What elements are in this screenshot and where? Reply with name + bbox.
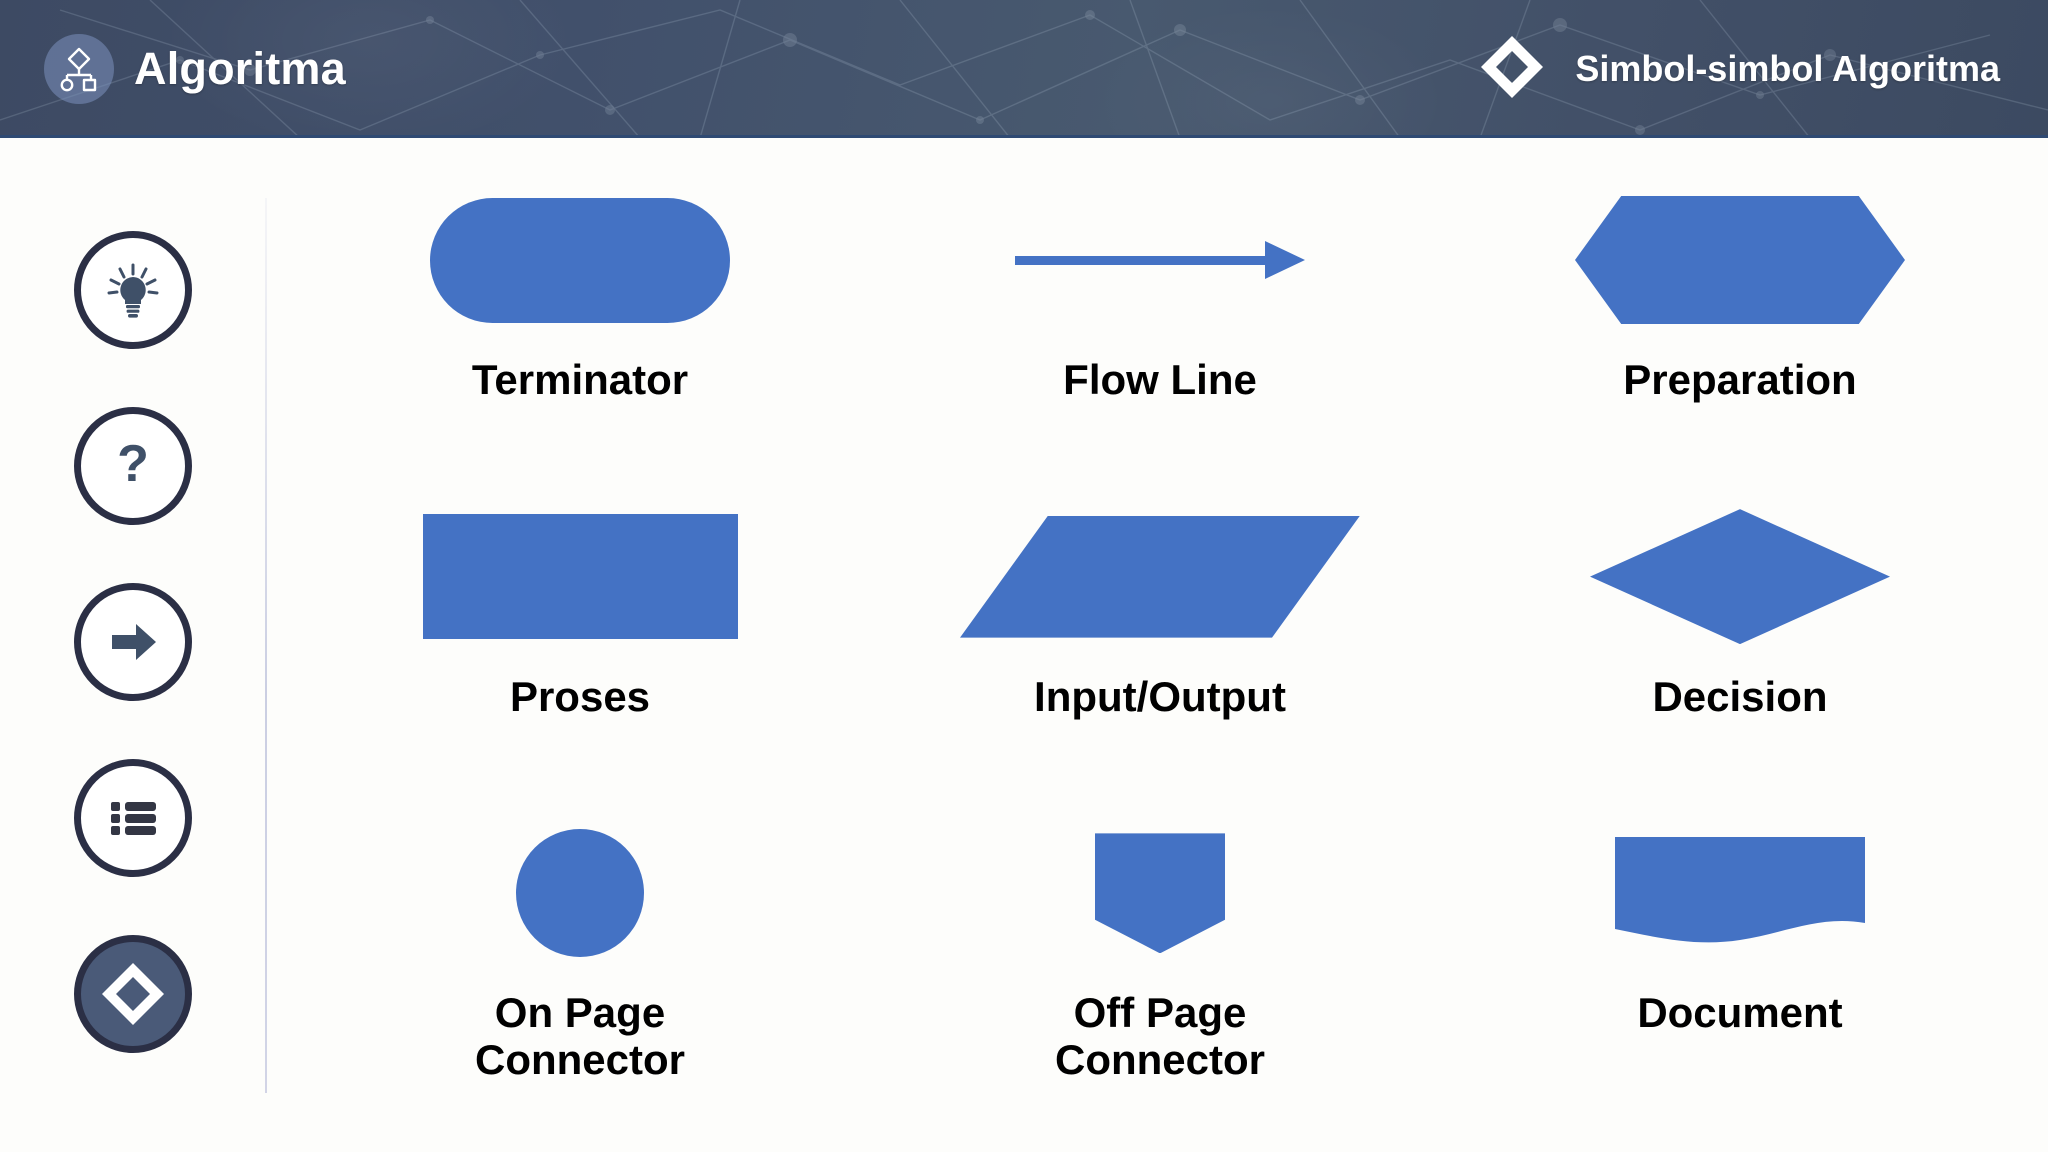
symbol-card-preparation: Preparation [1450, 170, 2030, 487]
symbol-label: Preparation [1623, 356, 1857, 403]
sidebar-item-idea[interactable] [69, 226, 197, 354]
question-mark-icon: ? [73, 407, 192, 525]
document-shape [1450, 803, 2030, 983]
symbol-label: Input/Output [1034, 672, 1286, 720]
symbol-card-on-page-connector: On Page Connector [290, 803, 870, 1120]
header-right-title: Simbol-simbol Algoritma [1575, 48, 2000, 89]
brand: Algoritma [44, 20, 346, 118]
input-output-shape [870, 487, 1450, 667]
terminator-shape [290, 170, 870, 350]
on-page-connector-shape [290, 803, 870, 983]
vertical-divider [265, 198, 267, 1093]
svg-text:?: ? [117, 435, 149, 493]
symbol-card-off-page-connector: Off Page Connector [870, 803, 1450, 1120]
symbol-label: Decision [1652, 672, 1828, 720]
sidebar-item-symbols[interactable] [69, 930, 197, 1058]
brand-title: Algoritma [134, 43, 346, 94]
off-page-connector-shape [870, 803, 1450, 983]
symbol-label: Flow Line [1063, 356, 1257, 403]
flowchart-logo-icon [44, 34, 114, 104]
diamond-outline-icon [73, 935, 192, 1053]
preparation-shape [1450, 170, 2030, 350]
header-bar: Algoritma Simbol-simbol Algoritma [0, 0, 2048, 138]
bulleted-list-icon [73, 759, 192, 877]
arrow-right-icon [73, 583, 192, 701]
lightbulb-icon [73, 231, 192, 349]
header-right: Simbol-simbol Algoritma [1475, 20, 2000, 118]
sidebar-item-question[interactable]: ? [69, 402, 197, 530]
symbol-card-process: Proses [290, 487, 870, 804]
symbol-label: On Page Connector [475, 989, 685, 1084]
symbol-grid: Terminator Flow Line Preparation P [290, 170, 2030, 1120]
symbol-card-terminator: Terminator [290, 170, 870, 487]
decision-shape [1450, 487, 2030, 667]
diamond-outline-icon [1475, 30, 1549, 109]
symbol-label: Document [1637, 989, 1843, 1037]
sidebar-item-list[interactable] [69, 754, 197, 882]
flow-line-shape [870, 170, 1450, 350]
symbol-label: Proses [509, 672, 651, 720]
sidebar-nav: ? [0, 138, 265, 1152]
symbol-label: Terminator [471, 356, 689, 403]
symbol-label: Off Page Connector [1055, 989, 1265, 1084]
symbol-card-decision: Decision [1450, 487, 2030, 804]
process-shape [290, 487, 870, 667]
sidebar-item-next[interactable] [69, 578, 197, 706]
symbol-card-flow-line: Flow Line [870, 170, 1450, 487]
symbol-card-document: Document [1450, 803, 2030, 1120]
symbol-card-input-output: Input/Output [870, 487, 1450, 804]
